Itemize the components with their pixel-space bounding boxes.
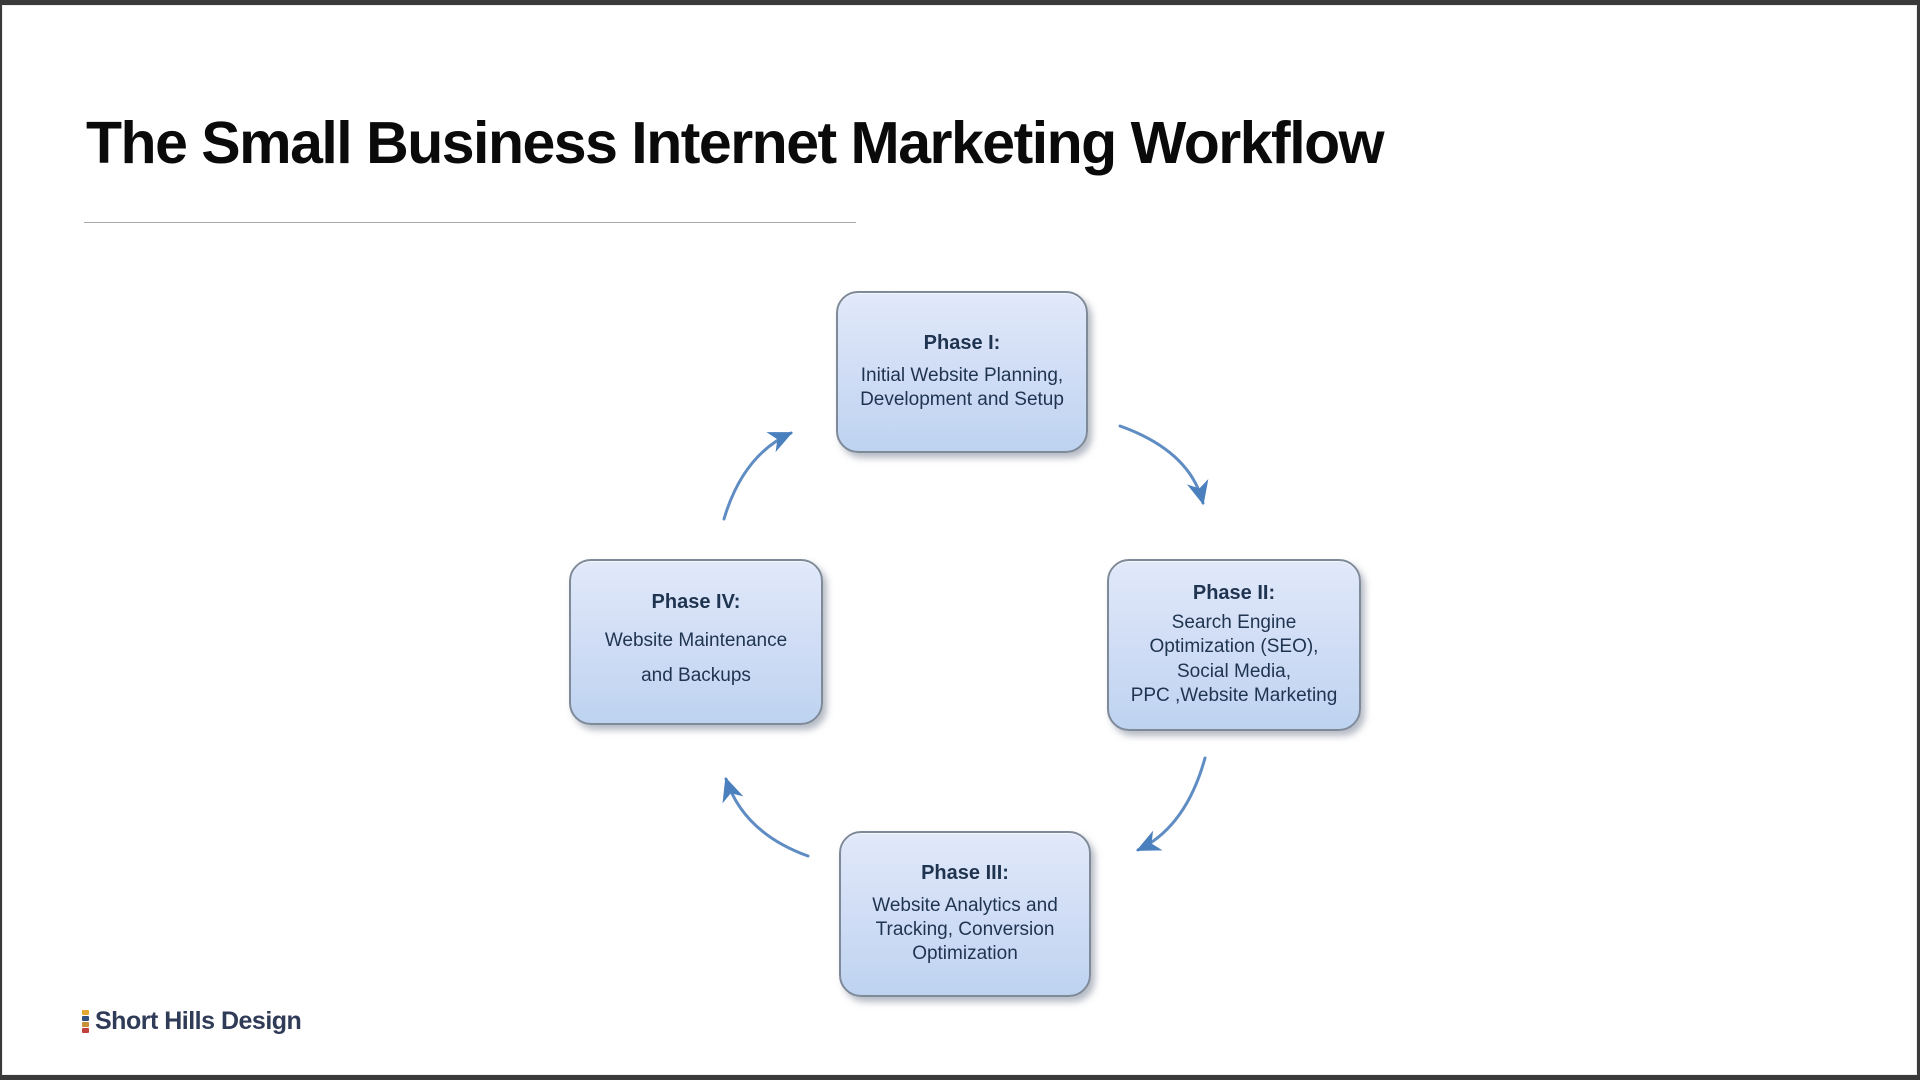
phase-4-label: Phase IV:	[651, 590, 741, 613]
phase-1-label: Phase I:	[923, 331, 1001, 354]
arrow-phase1-to-phase2-icon	[1118, 424, 1209, 505]
phase-1-text: Initial Website Planning, Development an…	[860, 364, 1064, 410]
phase-4-text: Website Maintenance and Backups	[604, 629, 788, 686]
phase-3-box: Phase III: Website Analytics and Trackin…	[839, 831, 1091, 997]
brand-name: Short Hills Design	[95, 1007, 302, 1035]
slide-title: The Small Business Internet Marketing Wo…	[86, 110, 1385, 176]
phase-2-label: Phase II:	[1192, 581, 1276, 604]
phase-2-text: Search Engine Optimization (SEO), Social…	[1130, 611, 1338, 706]
arrow-phase3-to-phase4-icon	[722, 777, 810, 858]
brand-logo: Short Hills Design	[82, 1007, 302, 1036]
phase-2-box: Phase II: Search Engine Optimization (SE…	[1107, 559, 1361, 731]
phase-3-label: Phase III:	[921, 861, 1009, 884]
title-divider	[84, 222, 856, 223]
arrow-phase4-to-phase1-icon	[722, 431, 793, 521]
brand-mark-icon	[82, 1010, 89, 1033]
phase-4-box: Phase IV: Website Maintenance and Backup…	[569, 559, 823, 725]
phase-3-text: Website Analytics and Tracking, Conversi…	[872, 894, 1058, 965]
phase-1-box: Phase I: Initial Website Planning, Devel…	[836, 291, 1088, 453]
arrow-phase2-to-phase3-icon	[1136, 756, 1207, 852]
